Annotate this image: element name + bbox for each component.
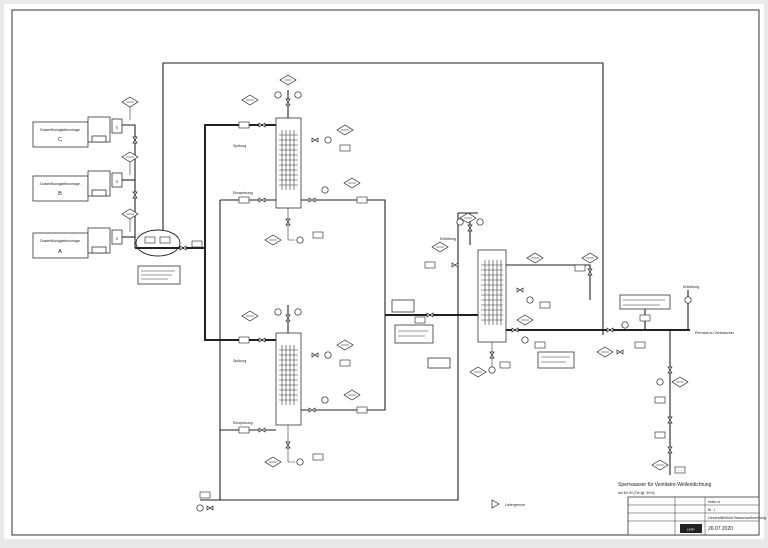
dosing-letter-a: A	[58, 249, 62, 255]
sperrwasser-sub-label: bei 60 l/h (Tie igl. 30%)	[618, 491, 655, 495]
company-logo	[680, 524, 702, 533]
liefergrenze-label: Liefergrenze	[505, 503, 525, 507]
outlet-entluftung: Entlüftung	[683, 285, 699, 289]
dosing-label-c: - Dosierflüssigkeitsvorlage -	[38, 128, 83, 132]
dosing-station-b: - Dosierflüssigkeitsvorlage - B S	[32, 170, 123, 202]
title-block: HTP Index A Bl. 1 Gesamtfließbild Wasser…	[627, 496, 766, 536]
dosing-lines	[121, 96, 139, 248]
permeat-label: Permeat zu Verbraucher	[695, 331, 735, 335]
dosing-letter-b: B	[58, 191, 62, 197]
permeate-outlet: Entlüftung Permeat zu Verbraucher Sperrw…	[596, 285, 735, 495]
filter-module-stage-2: Entlüftung	[391, 212, 599, 378]
paper	[4, 4, 764, 539]
dosing-letter-c: C	[58, 137, 62, 143]
liefergrenze-legend: Liefergrenze	[491, 499, 525, 509]
dosing-station-c: - Dosierflüssigkeitsvorlage - C S	[32, 116, 123, 148]
drawing-frame	[11, 9, 760, 536]
upper-spuelung-label: Spülung	[233, 144, 246, 148]
dosing-label-b: - Dosierflüssigkeitsvorlage -	[38, 182, 83, 186]
svg-text:Spülung: Spülung	[233, 359, 246, 363]
filter-module-lower: Spülung Einspeisung	[233, 305, 368, 468]
svg-text:S: S	[116, 126, 119, 130]
title-rev: Index A	[708, 500, 721, 504]
recirculation-line	[162, 62, 604, 335]
sperrwasser-label: Sperrwasser für Ventilator-Wellendichtun…	[618, 482, 712, 488]
filter-module-upper: Spülung Einspeisung	[233, 74, 368, 246]
svg-text:Einspeisung: Einspeisung	[233, 421, 253, 425]
dosing-label-a: - Dosierflüssigkeitsvorlage -	[38, 239, 83, 243]
main-distribution-lines	[200, 124, 690, 501]
title-date: 26.07.2020	[708, 526, 733, 532]
title-sheet: Bl. 1	[708, 508, 715, 512]
svg-text:S: S	[116, 180, 119, 184]
dosing-station-a: - Dosierflüssigkeitsvorlage - A S	[32, 227, 123, 259]
logo-text: HTP	[687, 528, 695, 532]
svg-text:Einspeisung: Einspeisung	[233, 191, 253, 195]
inlet-collector	[135, 229, 205, 285]
svg-text:S: S	[116, 237, 119, 241]
stage2-entluftung: Entlüftung	[440, 237, 456, 241]
title-project: Gesamtfließbild Wasseraufbereitung	[708, 516, 766, 520]
